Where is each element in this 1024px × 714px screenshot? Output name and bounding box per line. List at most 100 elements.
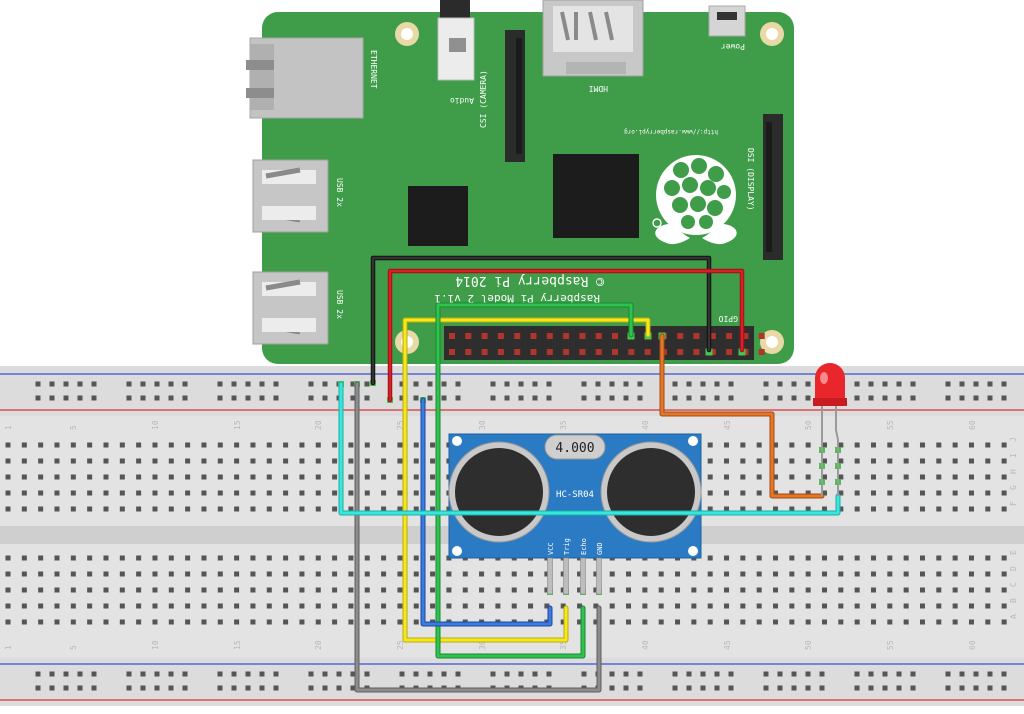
breadboard-hole	[413, 603, 419, 609]
breadboard-hole	[936, 555, 942, 561]
breadboard-hole	[854, 603, 860, 609]
breadboard-hole	[838, 603, 844, 609]
rail-hole	[35, 395, 41, 401]
usb-port-top	[252, 159, 329, 233]
breadboard-hole	[315, 490, 321, 496]
breadboard-hole	[152, 474, 158, 480]
breadboard-hole	[364, 555, 370, 561]
breadboard-hole	[201, 619, 207, 625]
rail-hole	[1001, 671, 1007, 677]
breadboard-hole	[87, 571, 93, 577]
rail-hole	[581, 381, 587, 387]
hdmi-label: HDMI	[589, 84, 608, 93]
breadboard-hole	[5, 619, 11, 625]
breadboard-hole	[266, 603, 272, 609]
rail-hole	[686, 395, 692, 401]
breadboard-hole	[315, 619, 321, 625]
rail-hole	[364, 395, 370, 401]
rail-hole	[700, 381, 706, 387]
breadboard-hole	[266, 619, 272, 625]
rail-hole	[77, 395, 83, 401]
breadboard-hole	[658, 587, 664, 593]
breadboard-hole	[87, 442, 93, 448]
column-number: 45	[723, 420, 732, 430]
breadboard-hole	[168, 442, 174, 448]
rail-hole	[700, 395, 706, 401]
breadboard-hole	[854, 587, 860, 593]
breadboard-hole	[822, 619, 827, 625]
breadboard-hole	[903, 490, 909, 496]
breadboard-hole	[789, 571, 795, 577]
breadboard-hole	[789, 474, 795, 480]
breadboard-hole	[136, 571, 142, 577]
rail-hole	[945, 671, 951, 677]
breadboard-hole	[626, 619, 632, 625]
breadboard-hole	[119, 603, 125, 609]
rail-hole	[231, 671, 237, 677]
breadboard-hole	[870, 603, 876, 609]
breadboard-hole	[560, 619, 566, 625]
rail-hole	[595, 381, 601, 387]
rail-hole	[413, 395, 419, 401]
breadboard-hole	[103, 442, 109, 448]
rail-hole	[854, 381, 860, 387]
breadboard-hole	[838, 442, 844, 448]
breadboard-hole	[528, 603, 534, 609]
breadboard-hole	[985, 603, 991, 609]
rail-hole	[714, 685, 720, 691]
breadboard-hole	[5, 442, 11, 448]
breadboard-hole	[1001, 587, 1007, 593]
breadboard-hole	[805, 458, 811, 464]
breadboard-hole	[21, 474, 27, 480]
breadboard-hole	[38, 490, 44, 496]
soc-chip	[553, 154, 639, 238]
breadboard-hole	[201, 490, 207, 496]
column-number: 25	[396, 640, 405, 650]
breadboard-hole	[952, 474, 958, 480]
rail-hole	[182, 685, 188, 691]
breadboard-hole	[103, 474, 109, 480]
rail-hole	[686, 381, 692, 387]
rail-hole	[308, 395, 314, 401]
rail-hole	[322, 685, 328, 691]
breadboard-hole	[838, 506, 844, 512]
breadboard-hole	[136, 587, 142, 593]
rail-hole	[259, 381, 265, 387]
breadboard-hole	[87, 474, 93, 480]
breadboard-hole	[266, 474, 272, 480]
rail-hole	[441, 671, 447, 677]
gpio-header	[444, 326, 765, 360]
breadboard-hole	[528, 571, 534, 577]
breadboard-hole	[54, 490, 60, 496]
breadboard-hole	[5, 506, 11, 512]
breadboard-hole	[299, 442, 305, 448]
copyright-label: © Raspberry Pi 2014	[455, 273, 604, 288]
breadboard-hole	[675, 603, 681, 609]
breadboard-hole	[740, 442, 746, 448]
rail-hole	[777, 395, 783, 401]
breadboard-hole	[854, 555, 860, 561]
breadboard-hole	[364, 571, 370, 577]
breadboard-hole	[430, 490, 436, 496]
breadboard-hole	[903, 474, 909, 480]
breadboard-hole	[217, 587, 223, 593]
breadboard-hole	[609, 619, 615, 625]
breadboard-hole	[299, 571, 305, 577]
breadboard-hole	[332, 555, 338, 561]
sensor-pin	[580, 557, 586, 595]
breadboard-hole	[789, 587, 795, 593]
breadboard-hole	[903, 571, 909, 577]
breadboard-hole	[364, 619, 370, 625]
breadboard-hole	[707, 603, 713, 609]
breadboard-hole	[136, 603, 142, 609]
breadboard-hole	[397, 506, 403, 512]
rail-hole	[987, 395, 993, 401]
breadboard-hole	[364, 458, 370, 464]
breadboard-hole	[626, 603, 632, 609]
breadboard-hole	[854, 619, 860, 625]
column-number: 60	[968, 420, 977, 430]
breadboard-hole	[952, 442, 958, 448]
column-number: 35	[559, 420, 568, 430]
breadboard-hole	[152, 490, 158, 496]
